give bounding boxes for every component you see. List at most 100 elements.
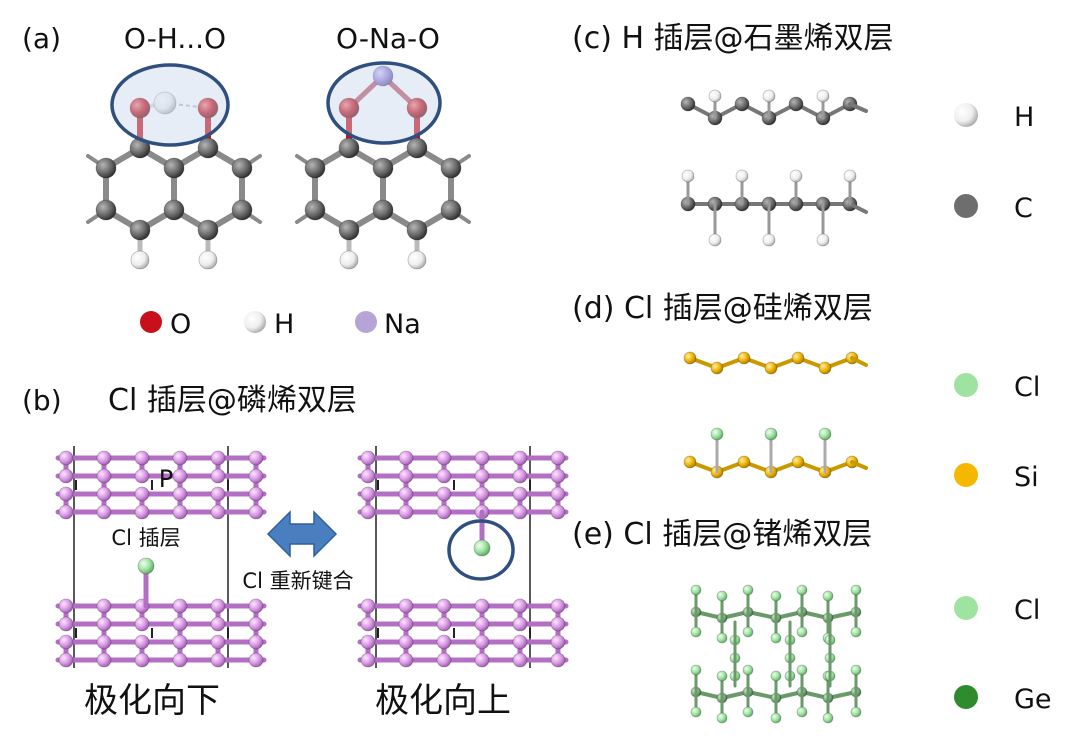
atom-p	[172, 616, 188, 632]
atom-p	[550, 486, 566, 502]
atom-h	[130, 250, 150, 270]
bond	[848, 102, 868, 113]
atom-p	[436, 598, 452, 614]
atom-cl	[850, 706, 862, 718]
atom-c	[304, 157, 326, 179]
bond	[850, 356, 868, 367]
atom-p	[172, 450, 188, 466]
legend-dot-cl-d	[954, 373, 978, 397]
atom-p	[474, 486, 490, 502]
atom-cl	[850, 664, 862, 676]
atom-cl	[690, 664, 702, 676]
atom-p	[210, 598, 226, 614]
atom-p	[248, 504, 264, 520]
atom	[734, 96, 750, 112]
atom-p	[398, 616, 414, 632]
atom-p	[96, 468, 112, 484]
atom-p	[474, 634, 490, 650]
atom-p	[360, 598, 376, 614]
panel-b: (b) Cl 插层@磷烯双层 P Cl 插层 Cl 重新键合 极化向下 极化向上	[22, 383, 569, 721]
atom-c	[440, 157, 462, 179]
atom-c	[338, 219, 360, 241]
atom-h	[816, 233, 830, 247]
atom-p	[474, 468, 490, 484]
atom-o	[197, 97, 219, 119]
atom-p	[248, 450, 264, 466]
legend-label-c: C	[1014, 193, 1033, 224]
legend-dot-na	[355, 311, 377, 333]
atom-p	[58, 468, 74, 484]
atom-p	[550, 652, 566, 668]
atom-h	[762, 233, 776, 247]
atom-c	[95, 157, 117, 179]
legend-dot-h	[244, 311, 266, 333]
atom-cl	[716, 670, 728, 682]
legend-label-h: H	[274, 309, 294, 340]
atom-p	[58, 450, 74, 466]
atom-p	[172, 634, 188, 650]
atom-p	[512, 504, 528, 520]
atom-p	[512, 598, 528, 614]
atom-p	[398, 486, 414, 502]
atom-p	[474, 598, 490, 614]
atom-p	[398, 598, 414, 614]
atom-c	[95, 199, 117, 221]
panel-d-title: (d) Cl 插层@硅烯双层	[572, 291, 873, 326]
atom-cl	[690, 706, 702, 718]
atom-p	[248, 486, 264, 502]
panel-b-label: (b)	[22, 384, 62, 417]
atom-cl	[850, 584, 862, 596]
atom-c	[406, 137, 428, 159]
atom-p	[360, 634, 376, 650]
atom-p	[248, 598, 264, 614]
legend-label-na: Na	[384, 309, 421, 340]
atom-h	[816, 89, 830, 103]
atom-p	[58, 616, 74, 632]
panel-a-label: (a)	[22, 22, 61, 55]
atom-cl	[690, 626, 702, 638]
atom-p	[96, 598, 112, 614]
atom	[710, 361, 724, 375]
atom-p	[210, 450, 226, 466]
atom-cl	[796, 584, 808, 596]
atom-label-p: P	[159, 465, 173, 493]
atom-cl	[796, 664, 808, 676]
atom-c	[440, 199, 462, 221]
atom-cl	[770, 632, 782, 644]
atom-p	[512, 468, 528, 484]
atom-o	[406, 97, 428, 119]
structure-title-oh-o: O-H...O	[124, 22, 226, 55]
atom-cl	[818, 427, 832, 441]
atom-p	[550, 468, 566, 484]
atom-h	[407, 250, 427, 270]
atom-h	[339, 250, 359, 270]
caption-polarization-up: 极化向上	[375, 681, 511, 721]
atom-p	[550, 616, 566, 632]
atom-c	[372, 157, 394, 179]
atom-cl	[742, 626, 754, 638]
atom-p	[172, 652, 188, 668]
bond	[848, 202, 868, 214]
atom-p	[210, 468, 226, 484]
atom-cl	[716, 712, 728, 724]
atom-c	[231, 157, 253, 179]
atom-h	[789, 169, 803, 183]
atom-p	[210, 486, 226, 502]
atom-h	[681, 169, 695, 183]
atom-p	[360, 486, 376, 502]
atom-p	[96, 616, 112, 632]
legend-label-si: Si	[1014, 462, 1039, 493]
intercalation-label: Cl 插层	[111, 526, 180, 550]
atom-p	[474, 616, 490, 632]
atom-p	[398, 634, 414, 650]
legend-dot-cl-e	[954, 596, 978, 620]
atom-p	[96, 504, 112, 520]
atom-p	[172, 504, 188, 520]
atom-c	[338, 137, 360, 159]
atom-cl	[690, 584, 702, 596]
atom-p	[512, 450, 528, 466]
atom-c	[129, 219, 151, 241]
atom-h	[708, 89, 722, 103]
atom-p	[210, 634, 226, 650]
